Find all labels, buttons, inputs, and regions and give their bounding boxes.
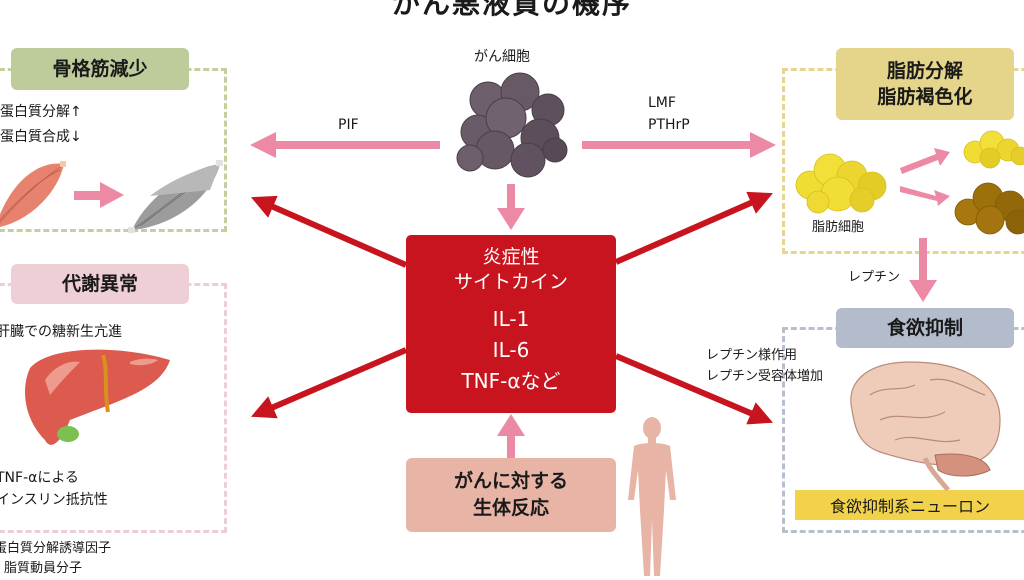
metabolic-header: 代謝異常 (11, 264, 189, 304)
insulin-resistance-text-1: TNF-αによる (0, 470, 79, 486)
fat-header: 脂肪分解 脂肪褐色化 (836, 48, 1014, 120)
cytokine-il6: IL-6 (492, 338, 530, 362)
fat-cell-icon (795, 153, 887, 214)
healthy-muscle-icon (0, 161, 66, 227)
lmf-label: LMF (648, 95, 676, 111)
muscle-breakdown-text: 筋蛋白質分解↑ (0, 104, 82, 120)
diagram-title: がん悪液質の機序 (391, 0, 632, 20)
cytokine-box: 炎症性 サイトカイン IL-1 IL-6 TNF-αなど (406, 235, 616, 413)
atrophied-muscle-icon (128, 160, 223, 233)
leptin-label: レプチン (848, 270, 901, 285)
arrow-muscle-change-head (100, 182, 124, 208)
shrunk-fat-cell-icon (963, 130, 1024, 169)
footnote-lmf: 脂質動員分子 (4, 561, 83, 576)
insulin-resistance-text-2: インスリン抵抗性 (0, 492, 108, 508)
fat-cell-label: 脂肪細胞 (812, 220, 865, 235)
cancer-cell-icon (456, 72, 568, 178)
appetite-header: 食欲抑制 (836, 308, 1014, 348)
cytokine-heading-2: サイトカイン (453, 271, 568, 293)
arrow-lmf-to-fat (582, 132, 776, 158)
arrow-pif-to-muscle (250, 132, 440, 158)
leptin-receptor-label: レプチン受容体増加 (706, 369, 824, 384)
muscle-synthesis-text: 筋蛋白質合成↓ (0, 129, 82, 145)
host-response-line2: 生体反応 (472, 497, 549, 519)
arrow-cytokine-to-fat (614, 191, 773, 265)
cytokine-il1: IL-1 (492, 307, 530, 331)
cytokine-tnf: TNF-αなど (461, 369, 561, 393)
arrow-host-to-cytokine (497, 414, 525, 458)
footnote-pif: 蛋白質分解誘導因子 (0, 541, 112, 556)
fat-header-line2: 脂肪褐色化 (877, 86, 973, 108)
cancer-cell-label: がん細胞 (474, 49, 530, 65)
gluconeogenesis-text: 肝臓での糖新生亢進 (0, 324, 122, 340)
host-response-box: がんに対する 生体反応 (406, 458, 616, 532)
liver-icon (25, 349, 170, 445)
appetite-neuron-label: 食欲抑制系ニューロン (795, 490, 1024, 520)
arrow-cytokine-to-appetite (614, 353, 774, 425)
arrow-leptin (909, 238, 937, 302)
arrow-fat-shrink (900, 148, 950, 174)
muscle-header: 骨格筋減少 (11, 48, 189, 90)
brain-icon (850, 361, 1001, 492)
host-response-line1: がんに対する (453, 470, 568, 492)
arrow-cancer-to-cytokine (497, 184, 525, 230)
pif-label: PIF (338, 117, 359, 133)
cytokine-heading-1: 炎症性 (482, 246, 540, 268)
fat-header-line1: 脂肪分解 (886, 60, 963, 82)
arrow-muscle-change (74, 191, 100, 200)
leptin-like-label: レプチン様作用 (706, 348, 798, 363)
pink-arrows (74, 132, 950, 458)
arrow-cytokine-to-metabolic (250, 347, 408, 419)
arrow-fat-brown (900, 186, 950, 206)
human-silhouette-icon (628, 417, 676, 576)
arrow-cytokine-to-muscle (251, 195, 408, 268)
pthrp-label: PTHrP (648, 117, 690, 133)
brown-fat-cell-icon (954, 182, 1024, 235)
red-arrows (250, 191, 774, 425)
